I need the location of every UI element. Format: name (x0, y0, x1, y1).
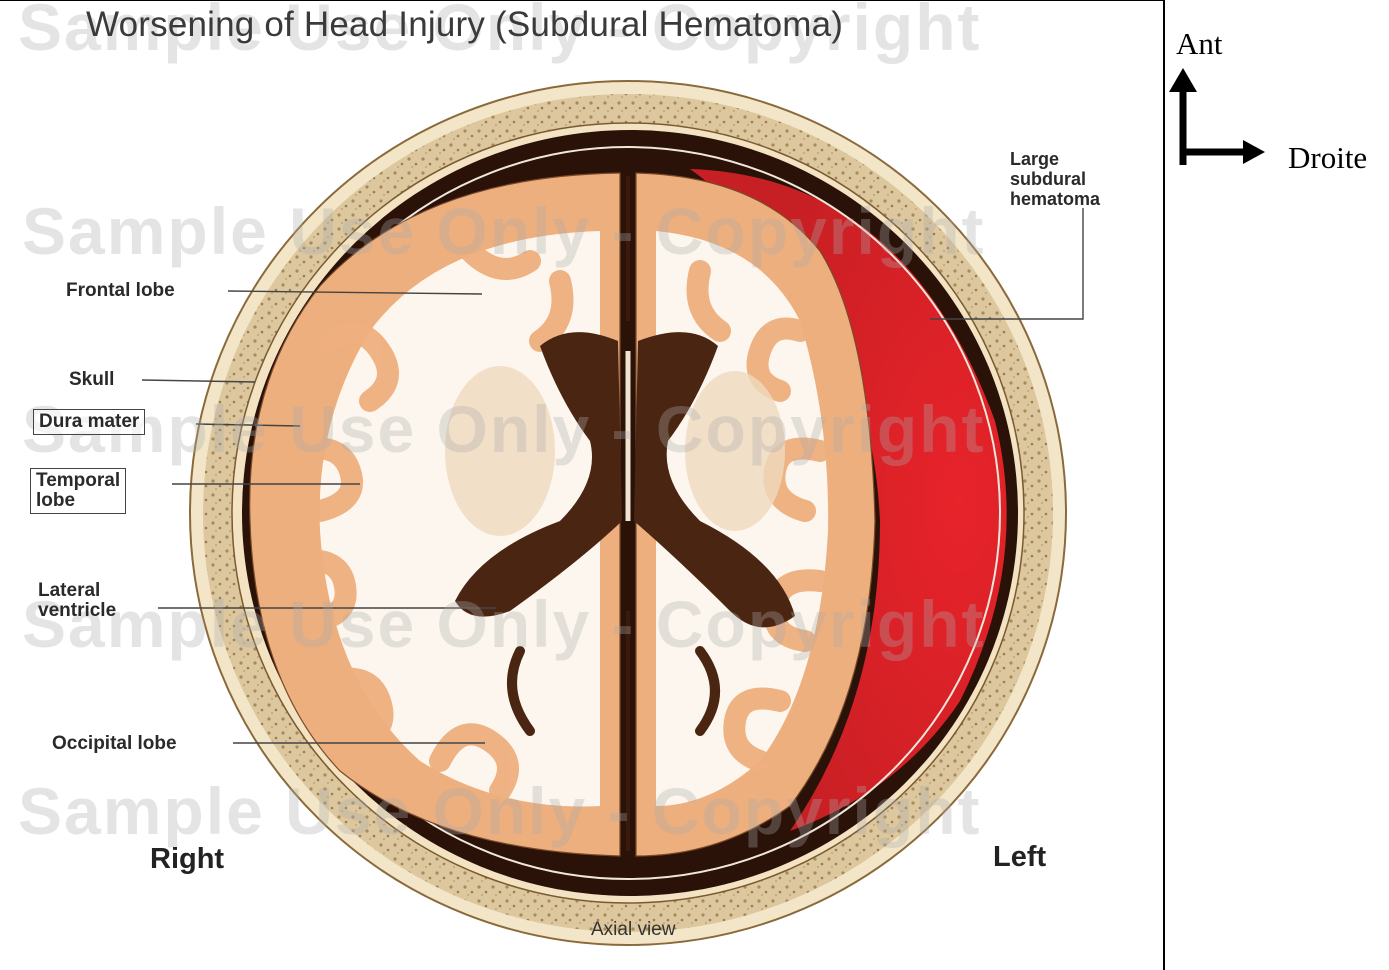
label-temporal-lobe: Temporal lobe (30, 468, 126, 514)
watermark: Sample Use Only - Copyright (22, 193, 986, 269)
watermark: Sample Use Only - Copyright (22, 586, 986, 662)
figure-caption: Axial view (591, 919, 675, 941)
orientation-anterior-label: Ant (1176, 26, 1223, 62)
label-lateral-ventricle: Lateral ventricle (38, 581, 116, 621)
label-skull: Skull (69, 370, 114, 390)
arrowhead-up-icon (1169, 68, 1197, 92)
figure-title: Worsening of Head Injury (Subdural Hemat… (86, 5, 843, 45)
side-label-right: Right (150, 843, 224, 876)
side-label-left: Left (993, 841, 1046, 874)
label-dura-mater: Dura mater (33, 409, 145, 435)
label-hematoma: Large subdural hematoma (1010, 149, 1100, 209)
watermark: Sample Use Only - Copyright (22, 391, 986, 467)
orientation-right-label: Droite (1288, 140, 1367, 176)
watermark: Sample Use Only - Copyright (18, 773, 982, 849)
label-occipital-lobe: Occipital lobe (52, 734, 177, 754)
label-frontal-lobe: Frontal lobe (66, 281, 175, 301)
orientation-arrows (1165, 60, 1275, 180)
arrowhead-right-icon (1243, 140, 1265, 164)
figure-frame: Sample Use Only - Copyright Sample Use O… (0, 0, 1165, 970)
